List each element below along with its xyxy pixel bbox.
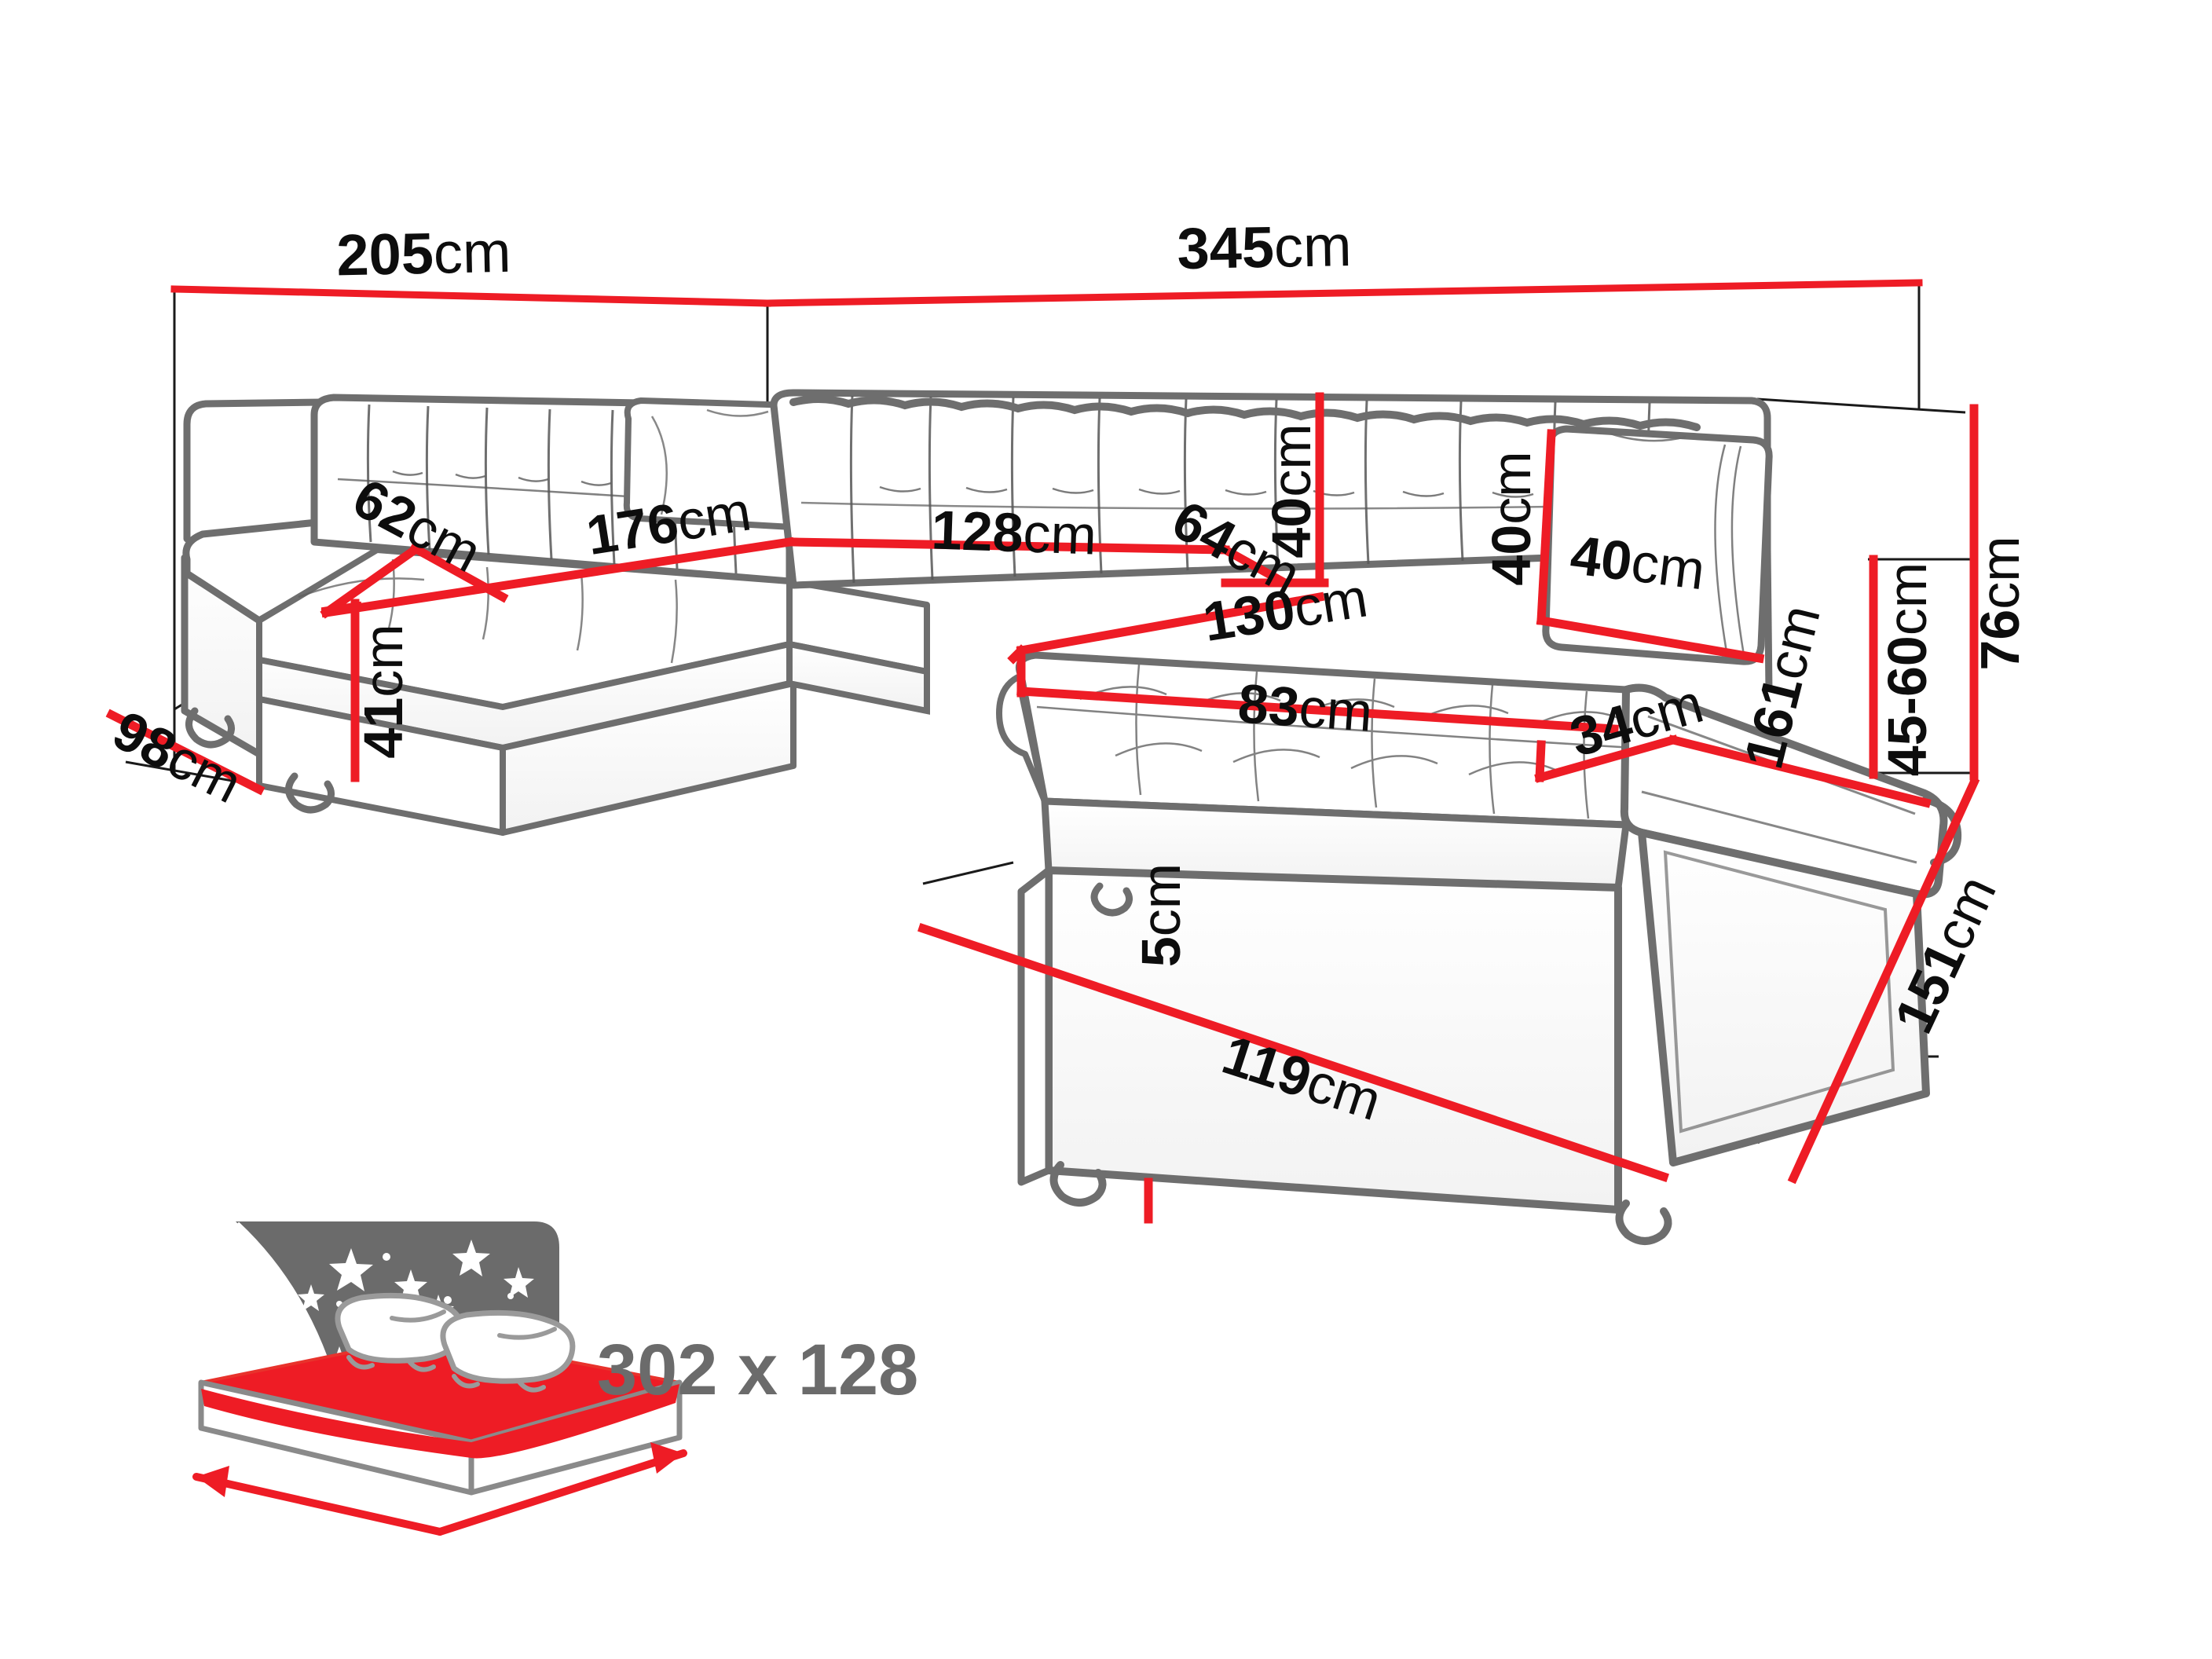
- label-76cm: 76cm: [1969, 536, 2031, 670]
- label-128cm: 128cm: [930, 499, 1097, 566]
- label-5cm: 5cm: [1130, 863, 1192, 967]
- label-45-60cm: 45-60cm: [1877, 562, 1938, 776]
- label-40cm-backrest: 40cm: [1261, 423, 1322, 558]
- label-176cm: 176cm: [582, 480, 755, 566]
- label-205cm: 205cm: [336, 219, 512, 288]
- label-sleeping-area: 302 x 128: [597, 1330, 918, 1410]
- label-130cm: 130cm: [1199, 566, 1372, 653]
- dimension-lines: [105, 279, 1980, 1224]
- label-40cm-pillow-height: 40cm: [1481, 451, 1542, 585]
- sleeping-area-icon: 302 x 128: [192, 1221, 918, 1536]
- label-83cm: 83cm: [1236, 672, 1375, 743]
- label-40cm-pillow-width: 40cm: [1567, 524, 1708, 601]
- label-41cm: 41cm: [353, 624, 414, 758]
- sofa-illustration: [181, 389, 1962, 1245]
- label-345cm: 345cm: [1177, 213, 1353, 281]
